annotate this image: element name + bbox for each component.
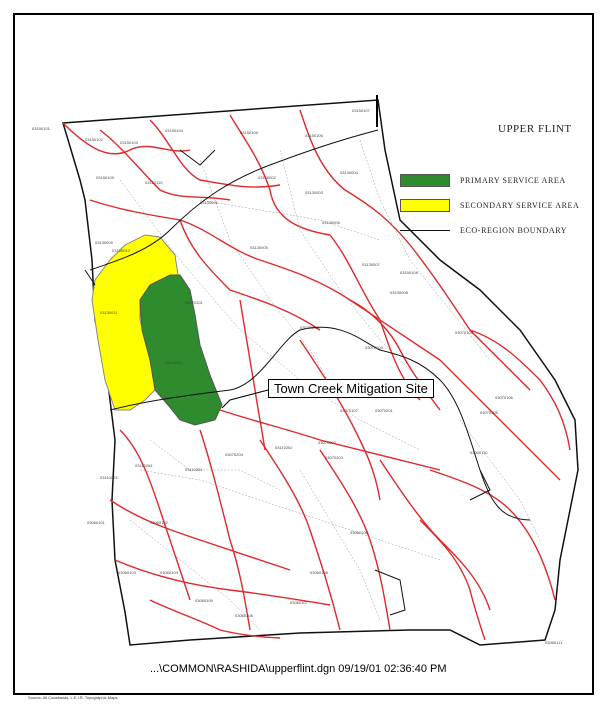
huc-code-label: 03060107: [290, 600, 308, 605]
huc-code-label: 03070107: [340, 408, 358, 413]
huc-code-label: 03150103: [120, 140, 138, 145]
sub-watershed-lines: [119, 139, 541, 631]
huc-code-label: 03130004: [340, 170, 358, 175]
huc-code-label: 03130008: [390, 290, 408, 295]
huc-code-label: 03130002: [258, 175, 276, 180]
huc-code-label: 03070103: [365, 345, 383, 350]
legend-eco-region-label: ECO-REGION BOUNDARY: [460, 225, 568, 235]
huc-code-label: 03060101: [87, 520, 105, 525]
legend-primary-label: PRIMARY SERVICE AREA: [460, 175, 566, 185]
huc-code-label: 03060111: [545, 640, 563, 645]
huc-code-label: 03060109: [350, 530, 368, 535]
huc-code-label: 03130007: [362, 262, 380, 267]
legend-primary-swatch: [400, 173, 450, 187]
watershed-boundaries: [62, 109, 571, 641]
huc-code-label: 03070101: [185, 300, 203, 305]
huc-code-label: 03130012: [165, 360, 183, 365]
huc-code-label: 03150101: [32, 126, 50, 131]
site-callout-label: Town Creek Mitigation Site: [268, 379, 434, 398]
huc-code-label: 03130003: [305, 190, 323, 195]
legend-eco-region-swatch: [400, 229, 450, 231]
eco-region-boundaries: [84, 129, 531, 616]
huc-code-label: 03150104: [165, 128, 183, 133]
huc-code-label: 03130006: [322, 220, 340, 225]
huc-code-label: 03130011: [100, 310, 118, 315]
primary-service-area: [139, 274, 223, 426]
map-title: UPPER FLINT: [498, 123, 572, 135]
huc-code-label: 03060110: [470, 450, 488, 455]
huc-code-label: 03060106: [235, 613, 253, 618]
huc-code-label: 03060108: [310, 570, 328, 575]
huc-code-label: 03150110: [145, 180, 163, 185]
huc-code-label: 03110202: [275, 445, 293, 450]
huc-code-label: 03070102: [300, 325, 318, 330]
source-note: Source: All Coastlands, L.E.I.R. Topogra…: [28, 695, 118, 700]
legend-secondary: SECONDARY SERVICE AREA: [400, 198, 579, 212]
huc-code-label: 03070204: [225, 452, 243, 457]
huc-code-label: 03070203: [325, 455, 343, 460]
legend-eco-region: ECO-REGION BOUNDARY: [400, 223, 567, 237]
huc-code-label: 03130009: [95, 240, 113, 245]
huc-code-label: 03130001: [200, 200, 218, 205]
huc-code-label: 03070105: [480, 410, 498, 415]
huc-code-label: 03070201: [375, 408, 393, 413]
huc-code-label: 03070106: [495, 395, 513, 400]
huc-code-label: 03060104: [160, 570, 178, 575]
huc-code-label: 03150107: [352, 108, 370, 113]
legend-secondary-swatch: [400, 198, 450, 212]
huc-code-label: 03070202: [318, 440, 336, 445]
huc-code-label: 03150109: [96, 175, 114, 180]
huc-code-label: 03060102: [150, 520, 168, 525]
huc-code-label: 03130010: [112, 248, 130, 253]
file-path-stamp: ...\COMMON\RASHIDA\upperflint.dgn 09/19/…: [150, 663, 447, 675]
huc-code-label: 03150102: [85, 137, 103, 142]
huc-code-label: 03110201: [185, 467, 203, 472]
huc-code-label: 03110203: [100, 475, 118, 480]
huc-code-label: 03060105: [195, 598, 213, 603]
callout-leader-line: [221, 389, 269, 409]
legend-primary: PRIMARY SERVICE AREA: [400, 173, 566, 187]
huc-code-label: 03150105: [240, 130, 258, 135]
huc-code-label: 03130005: [250, 245, 268, 250]
huc-code-label: 03150106: [305, 133, 323, 138]
huc-code-label: 03060103: [118, 570, 136, 575]
legend-secondary-label: SECONDARY SERVICE AREA: [460, 200, 580, 210]
huc-code-label: 03070104: [455, 330, 473, 335]
huc-code-label: 03150108: [400, 270, 418, 275]
huc-code-label: 03110204: [135, 463, 153, 468]
